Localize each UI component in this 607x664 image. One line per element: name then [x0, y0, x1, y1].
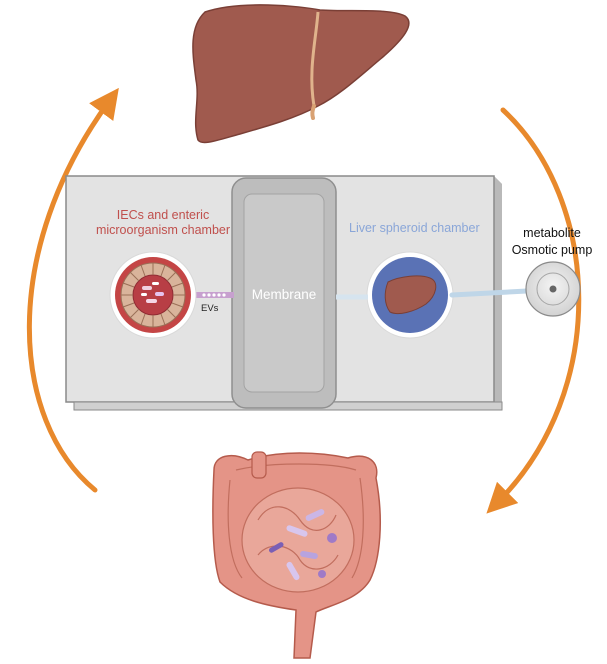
- left-chamber-label-line1: IECs and enteric: [116, 208, 210, 222]
- membrane-label: Membrane: [251, 287, 317, 302]
- liver-icon: [192, 4, 410, 144]
- cycle-arrow-left: [26, 87, 119, 493]
- pump-label-line1: metabolite: [523, 226, 581, 240]
- left-chamber-label-line2: microorganism chamber: [95, 223, 231, 237]
- osmotic-pump-icon: [525, 261, 581, 317]
- left-chamber-label: IECs and enteric microorganism chamber: [88, 208, 238, 238]
- intestinal-organoid-icon: [109, 251, 197, 339]
- right-chamber-label: Liver spheroid chamber: [349, 221, 480, 235]
- liver-spheroid-icon: [366, 251, 454, 339]
- intestine-icon: [212, 451, 382, 659]
- evs-connector: [196, 292, 234, 298]
- membrane: [231, 177, 337, 409]
- pump-tube: [449, 288, 530, 298]
- evs-label: EVs: [201, 303, 219, 314]
- pump-label: metabolite Osmotic pump: [509, 225, 595, 259]
- pump-label-line2: Osmotic pump: [511, 243, 593, 257]
